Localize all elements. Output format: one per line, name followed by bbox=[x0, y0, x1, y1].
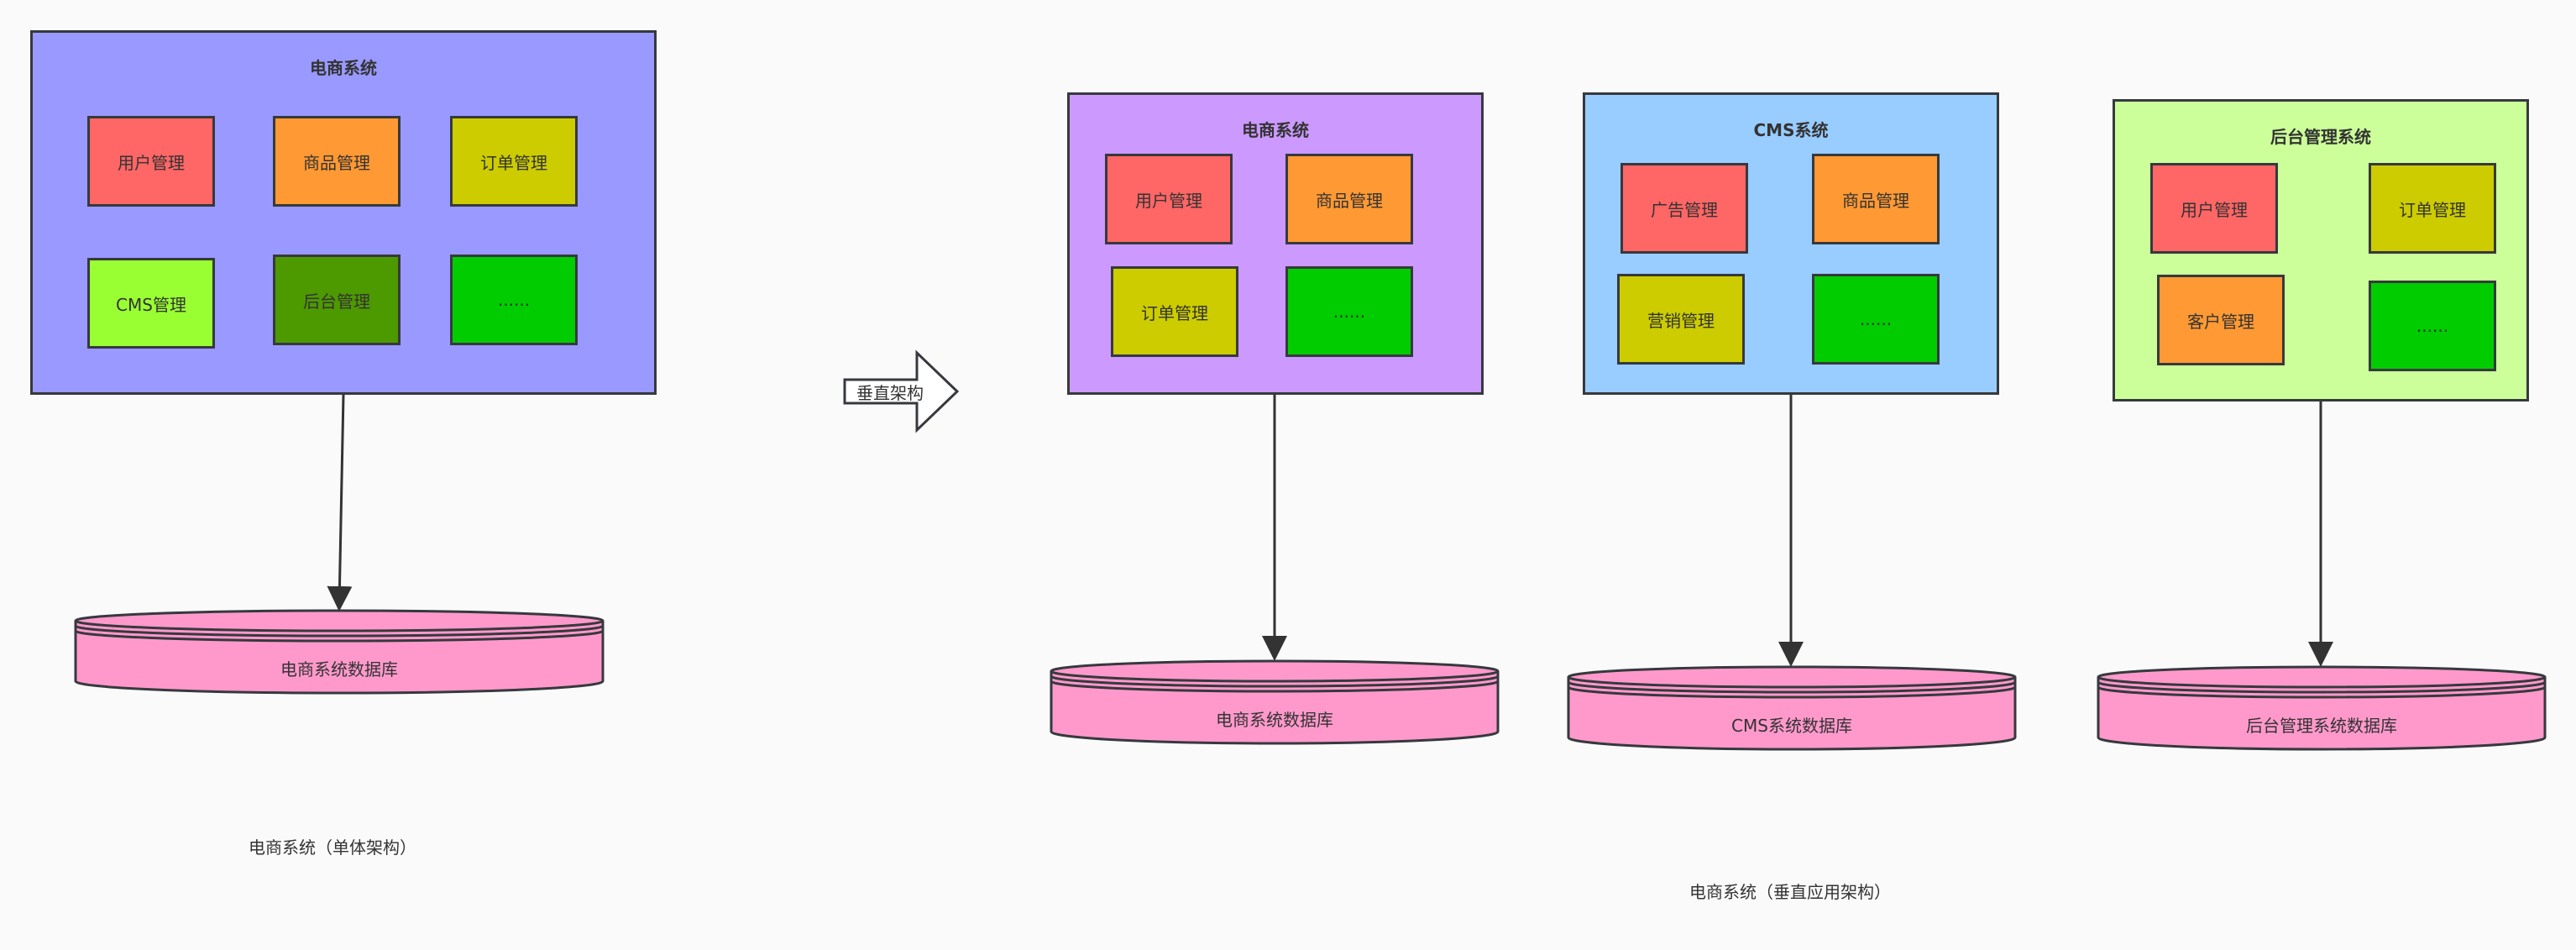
cms-system: CMS系统 广告管理 商品管理 营销管理 ...... bbox=[1583, 92, 1999, 395]
admin-system: 后台管理系统 用户管理 订单管理 客户管理 ...... bbox=[2113, 99, 2529, 402]
shop-module-product-mgmt: 商品管理 bbox=[1285, 154, 1413, 244]
monolith-caption: 电商系统（单体架构） bbox=[249, 837, 416, 858]
admin-database-label: 后台管理系统数据库 bbox=[2246, 716, 2397, 736]
monolith-database-label: 电商系统数据库 bbox=[280, 659, 398, 680]
cms-module-marketing-mgmt: 营销管理 bbox=[1617, 274, 1745, 365]
admin-database: 后台管理系统数据库 bbox=[2097, 665, 2547, 753]
shop-database-label: 电商系统数据库 bbox=[1216, 710, 1333, 730]
shop-system: 电商系统 用户管理 商品管理 订单管理 ...... bbox=[1067, 92, 1484, 395]
admin-module-order-mgmt: 订单管理 bbox=[2369, 163, 2496, 254]
cms-database: CMS系统数据库 bbox=[1567, 665, 2017, 753]
module-more: ...... bbox=[450, 255, 578, 345]
vertical-arch-caption: 电商系统（垂直应用架构） bbox=[1689, 882, 1891, 902]
shop-module-more: ...... bbox=[1285, 266, 1413, 357]
cms-module-ad-mgmt: 广告管理 bbox=[1620, 163, 1748, 254]
cms-database-label: CMS系统数据库 bbox=[1731, 716, 1852, 736]
monolith-system: 电商系统 用户管理 商品管理 订单管理 CMS管理 后台管理 ...... bbox=[30, 30, 657, 395]
admin-system-title: 后台管理系统 bbox=[2270, 127, 2371, 147]
monolith-database: 电商系统数据库 bbox=[74, 609, 605, 696]
module-backend-mgmt: 后台管理 bbox=[273, 255, 401, 345]
cms-system-title: CMS系统 bbox=[1753, 120, 1829, 140]
database-cylinder-shape bbox=[1567, 665, 2017, 751]
database-cylinder-shape bbox=[2097, 665, 2547, 751]
admin-module-user-mgmt: 用户管理 bbox=[2150, 163, 2278, 254]
edge-monolith-to-db bbox=[327, 394, 353, 611]
shop-module-order-mgmt: 订单管理 bbox=[1111, 266, 1238, 357]
shop-module-user-mgmt: 用户管理 bbox=[1105, 154, 1233, 244]
cms-module-more: ...... bbox=[1812, 274, 1940, 365]
transition-arrow-icon bbox=[843, 349, 960, 433]
module-product-mgmt: 商品管理 bbox=[273, 116, 401, 207]
module-cms-mgmt: CMS管理 bbox=[87, 258, 215, 349]
module-order-mgmt: 订单管理 bbox=[450, 116, 578, 207]
admin-module-more: ...... bbox=[2369, 281, 2496, 371]
shop-database: 电商系统数据库 bbox=[1050, 659, 1500, 747]
admin-module-customer-mgmt: 客户管理 bbox=[2157, 275, 2285, 365]
shop-system-title: 电商系统 bbox=[1242, 120, 1309, 140]
cms-module-product-mgmt: 商品管理 bbox=[1812, 154, 1940, 244]
transition-arrow-label: 垂直架构 bbox=[856, 383, 924, 403]
module-user-mgmt: 用户管理 bbox=[87, 116, 215, 207]
database-cylinder-shape bbox=[1050, 659, 1500, 745]
monolith-system-title: 电商系统 bbox=[310, 58, 377, 78]
database-cylinder-shape bbox=[74, 609, 605, 695]
